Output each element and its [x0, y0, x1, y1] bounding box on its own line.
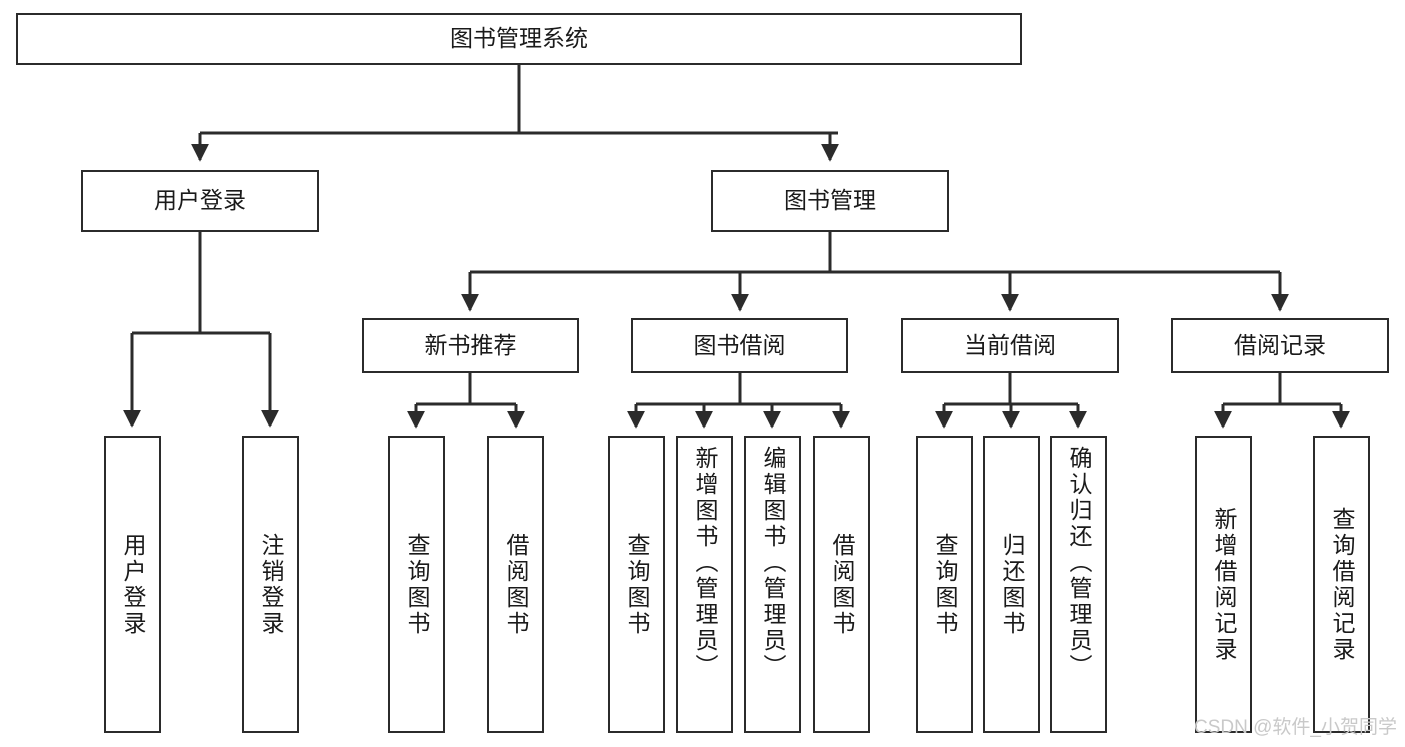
node-user-login[interactable]: 用户登录 [81, 170, 319, 232]
node-leaf-borrow-book-1[interactable]: 借阅图书 [487, 436, 544, 733]
node-leaf-query-book-3[interactable]: 查询图书 [916, 436, 973, 733]
node-leaf-add-record[interactable]: 新增借阅记录 [1195, 436, 1252, 733]
node-leaf-borrow-book-2-label: 借阅图书 [829, 532, 855, 637]
node-leaf-borrow-book-1-label: 借阅图书 [503, 532, 529, 637]
node-user-login-label: 用户登录 [154, 187, 246, 214]
node-book-manage-label: 图书管理 [784, 187, 876, 214]
node-root[interactable]: 图书管理系统 [16, 13, 1022, 65]
node-new-book-rec-label: 新书推荐 [424, 331, 517, 358]
node-leaf-user-login[interactable]: 用户登录 [104, 436, 161, 733]
node-leaf-query-record-label: 查询借阅记录 [1329, 506, 1355, 663]
node-leaf-add-record-label: 新增借阅记录 [1211, 506, 1237, 663]
node-current-borrow-label: 当前借阅 [964, 331, 1056, 358]
node-leaf-query-book-1-label: 查询图书 [404, 532, 430, 637]
node-leaf-return-book[interactable]: 归还图书 [983, 436, 1040, 733]
node-leaf-user-login-label: 用户登录 [120, 532, 146, 637]
node-borrow-record[interactable]: 借阅记录 [1171, 318, 1389, 373]
node-leaf-edit-book-label: 编辑图书（管理员） [760, 446, 786, 680]
node-leaf-user-logout[interactable]: 注销登录 [242, 436, 299, 733]
node-leaf-add-book[interactable]: 新增图书（管理员） [676, 436, 733, 733]
node-leaf-confirm-return-label: 确认归还（管理员） [1066, 446, 1092, 680]
node-new-book-rec[interactable]: 新书推荐 [362, 318, 579, 373]
node-leaf-user-logout-label: 注销登录 [258, 532, 284, 637]
node-leaf-borrow-book-2[interactable]: 借阅图书 [813, 436, 870, 733]
node-leaf-query-book-2[interactable]: 查询图书 [608, 436, 665, 733]
node-current-borrow[interactable]: 当前借阅 [901, 318, 1119, 373]
node-leaf-query-book-3-label: 查询图书 [932, 532, 958, 637]
node-book-borrow-label: 图书借阅 [693, 331, 786, 358]
node-root-label: 图书管理系统 [450, 25, 588, 52]
node-leaf-confirm-return[interactable]: 确认归还（管理员） [1050, 436, 1107, 733]
watermark: CSDN @软件_小贺同学 [1194, 717, 1397, 738]
node-leaf-return-book-label: 归还图书 [999, 532, 1025, 637]
node-leaf-edit-book[interactable]: 编辑图书（管理员） [744, 436, 801, 733]
node-leaf-add-book-label: 新增图书（管理员） [692, 446, 718, 680]
node-leaf-query-record[interactable]: 查询借阅记录 [1313, 436, 1370, 733]
node-borrow-record-label: 借阅记录 [1234, 331, 1326, 358]
node-leaf-query-book-2-label: 查询图书 [624, 532, 650, 637]
node-book-manage[interactable]: 图书管理 [711, 170, 949, 232]
node-leaf-query-book-1[interactable]: 查询图书 [388, 436, 445, 733]
node-book-borrow[interactable]: 图书借阅 [631, 318, 848, 373]
